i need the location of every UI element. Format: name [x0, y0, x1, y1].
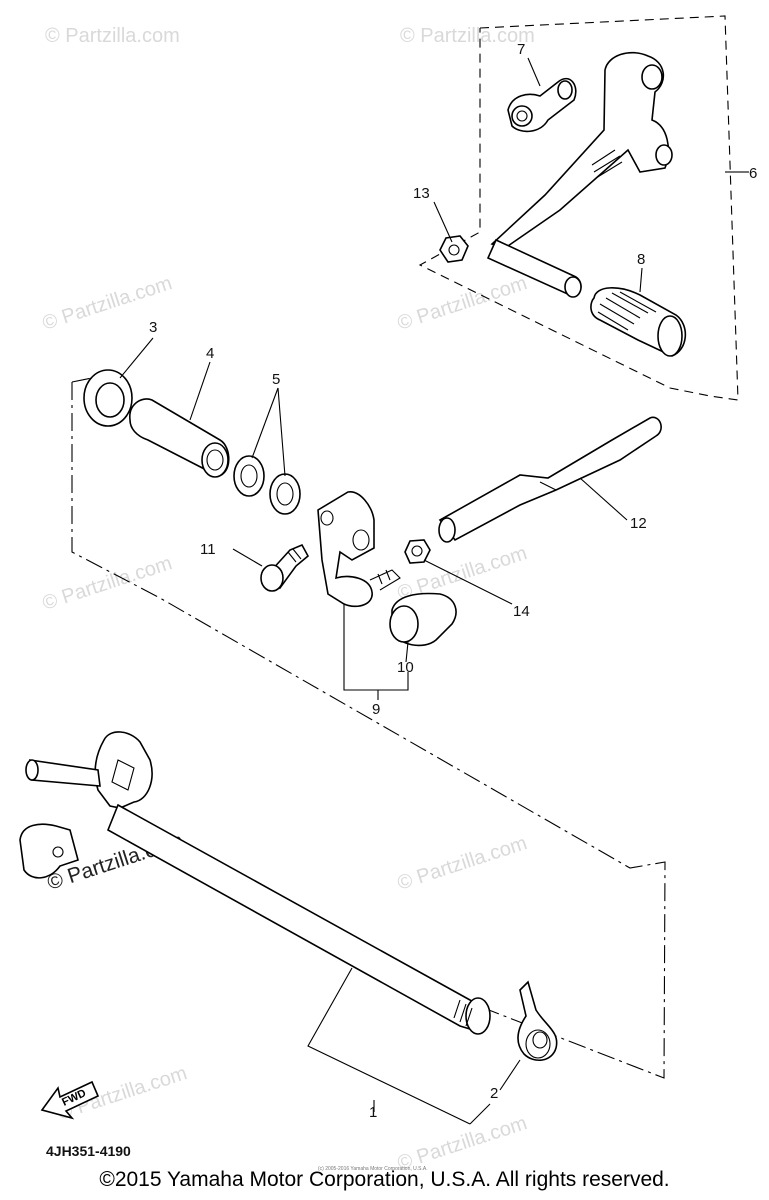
- part-5-bushings[interactable]: [233, 455, 301, 515]
- part-9-shift-arm[interactable]: [317, 491, 401, 608]
- callout-3: 3: [149, 319, 157, 336]
- watermark: © Partzilla.com: [45, 25, 180, 47]
- callout-13: 13: [413, 185, 430, 202]
- part-1-shift-shaft[interactable]: [19, 731, 491, 1035]
- assembly-6-boundary: [418, 15, 739, 401]
- callout-6: 6: [749, 165, 757, 182]
- callout-5: 5: [272, 371, 280, 388]
- leader-lines: [119, 57, 749, 1125]
- callout-1: 1: [369, 1104, 377, 1121]
- watermark: © Partzilla.com: [40, 552, 175, 615]
- part-3-oil-seal[interactable]: [83, 369, 133, 427]
- callout-12: 12: [630, 515, 647, 532]
- main-assembly-boundary: [71, 382, 666, 1079]
- callout-9: 9: [372, 701, 380, 718]
- part-14-nut[interactable]: [404, 539, 431, 564]
- watermark: © Partzilla.com: [395, 832, 530, 895]
- callout-10: 10: [397, 659, 414, 676]
- main-assembly-edge: [71, 377, 93, 383]
- catalog-number: 4JH351-4190: [46, 1143, 131, 1159]
- part-4-collar[interactable]: [129, 398, 230, 478]
- part-8-pedal-rubber[interactable]: [590, 287, 687, 357]
- part-7-joint[interactable]: [507, 77, 577, 133]
- callout-11: 11: [200, 541, 216, 558]
- callout-14: 14: [513, 603, 530, 620]
- watermark: © Partzilla.com: [395, 272, 530, 335]
- part-2-spring[interactable]: [517, 980, 558, 1061]
- watermark: © Partzilla.com: [400, 25, 535, 47]
- part-6-shift-pedal[interactable]: [486, 51, 673, 298]
- part-10-boot[interactable]: [389, 592, 457, 647]
- copyright-notice: ©2015 Yamaha Motor Corporation, U.S.A. A…: [99, 1168, 670, 1191]
- callout-labels: 1 2 3 4 5 6 7 8 9 10 11 12 13 14: [149, 41, 757, 1121]
- part-11-bolt[interactable]: [260, 543, 310, 592]
- callout-4: 4: [206, 345, 214, 362]
- part-12-shift-rod[interactable]: [438, 416, 662, 543]
- callout-7: 7: [517, 41, 525, 58]
- small-credit: (c) 2005-2016 Yamaha Motor Corporation, …: [318, 1166, 428, 1172]
- callout-2: 2: [490, 1085, 498, 1102]
- callout-8: 8: [637, 251, 645, 268]
- part-13-nut[interactable]: [439, 235, 469, 263]
